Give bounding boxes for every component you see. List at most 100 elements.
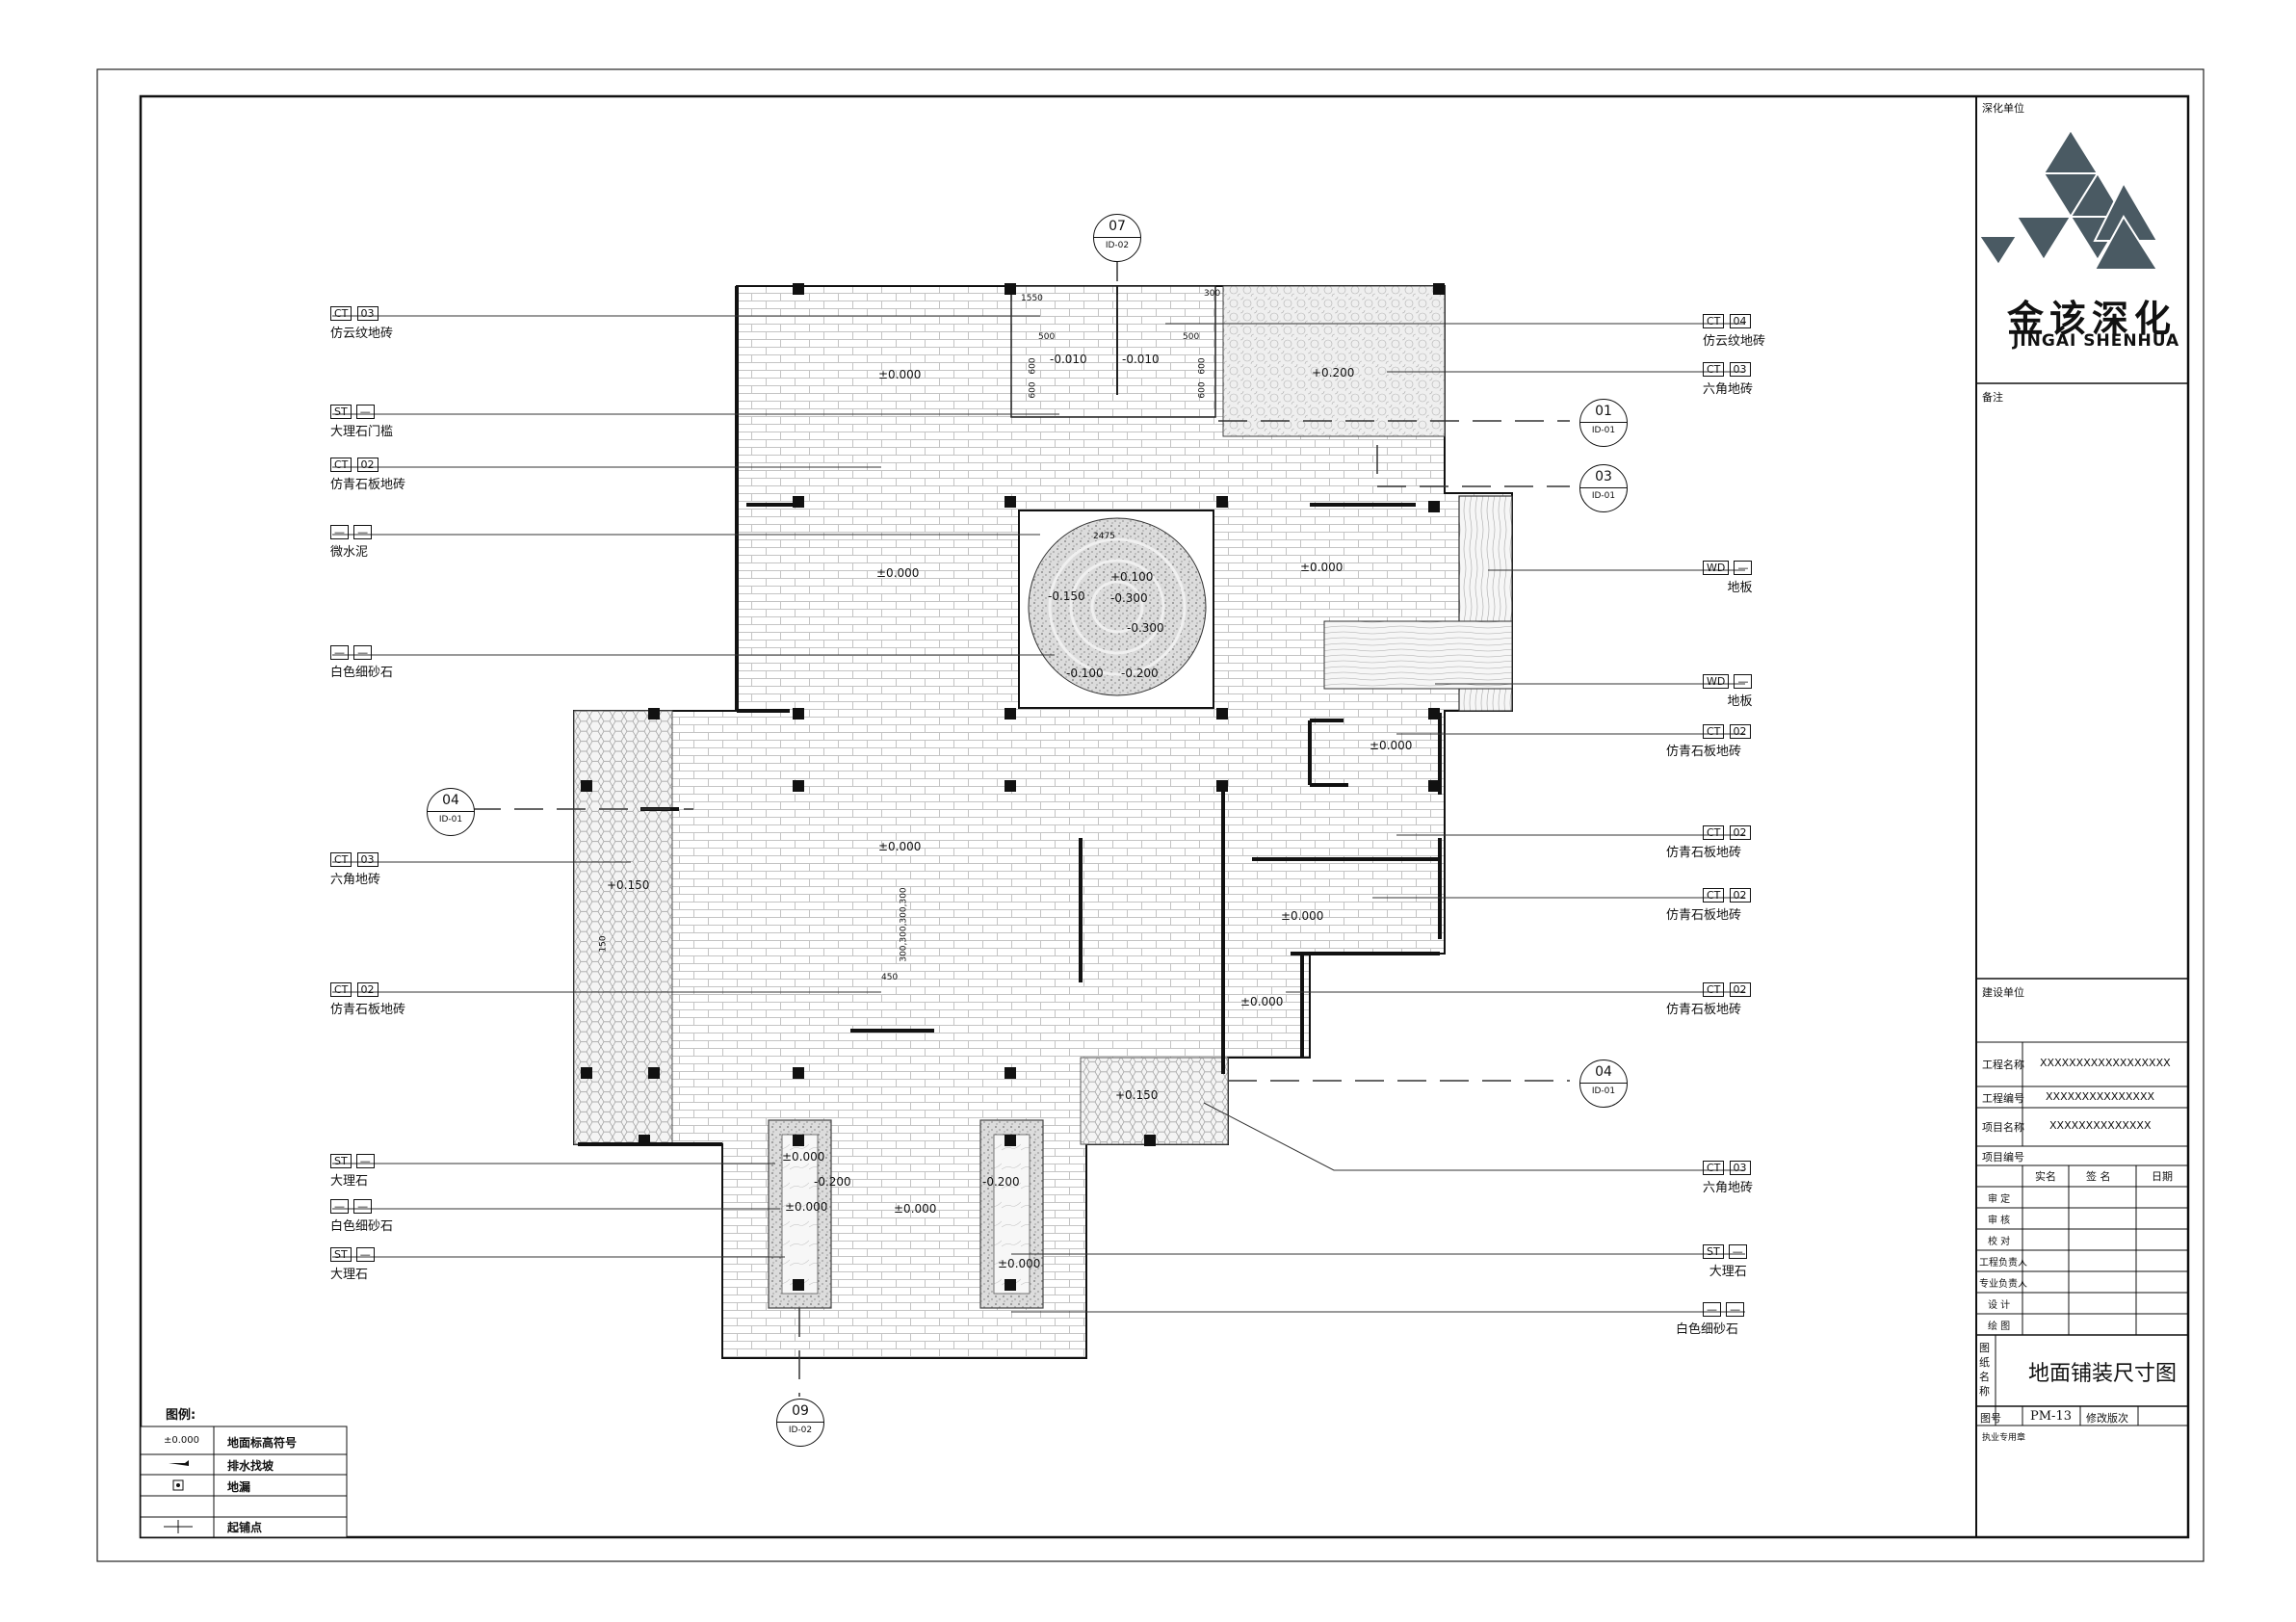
left-leader-lines	[332, 315, 1059, 1258]
right-callout[interactable]: CT 02 仿青石板地砖	[1666, 822, 1751, 860]
sign-header: 签 名	[2086, 1170, 2111, 1183]
design-unit-label: 深化单位	[1982, 102, 2024, 115]
left-callout[interactable]: — — 白色细砂石	[330, 641, 393, 680]
callout-name: 仿青石板地砖	[1666, 846, 1742, 860]
callout-num: 03	[356, 852, 378, 867]
row-label: 工程编号	[1982, 1092, 2024, 1105]
client-label: 建设单位	[1982, 986, 2024, 999]
section-marker-03[interactable]: 03 ID-01	[1579, 464, 1628, 512]
callout-name: 仿云纹地砖	[330, 327, 394, 341]
right-leader-lines	[1011, 323, 1745, 1313]
logo-text-en: JINGAI SHENHUA	[2013, 331, 2180, 351]
left-callout[interactable]: ST — 大理石门槛	[330, 401, 393, 439]
callout-num: —	[355, 405, 375, 419]
dimension-label: 150	[598, 935, 609, 953]
role-label: 审 定	[1988, 1194, 2011, 1205]
elevation-marker: ±0.000	[998, 1257, 1041, 1270]
callout-name: 微水泥	[330, 545, 369, 560]
elevation-marker: ±0.000	[785, 1200, 828, 1214]
callout-name: 仿青石板地砖	[1666, 908, 1742, 923]
callout-code: CT	[1703, 362, 1725, 377]
section-marker-number: 07	[1109, 219, 1126, 234]
right-callout[interactable]: CT 04 仿云纹地砖	[1703, 310, 1765, 349]
row-label: 项目名称	[1982, 1121, 2024, 1134]
callout-code: CT	[1703, 1161, 1725, 1175]
left-callout[interactable]: CT 03 六角地砖	[330, 849, 380, 887]
callout-name: 仿云纹地砖	[1703, 334, 1766, 349]
callout-num: 02	[1729, 888, 1751, 903]
drawing-no-label: 图号	[1980, 1412, 2001, 1425]
elevation-marker: ±0.000	[1300, 561, 1344, 574]
right-callout[interactable]: CT 03 六角地砖	[1703, 1157, 1753, 1195]
section-marker-04-left[interactable]: 04 ID-01	[427, 788, 475, 836]
left-callout[interactable]: ST — 大理石	[330, 1243, 375, 1282]
section-marker-09[interactable]: 09 ID-02	[776, 1399, 824, 1447]
left-callout[interactable]: CT 02 仿青石板地砖	[330, 979, 405, 1017]
callout-name: 仿青石板地砖	[330, 1003, 406, 1017]
dimension-label: 1550	[1021, 294, 1043, 303]
callout-name: 地板	[1727, 581, 1753, 595]
right-callout[interactable]: CT 02 仿青石板地砖	[1666, 720, 1751, 759]
drawing-name: 地面铺装尺寸图	[2028, 1362, 2178, 1386]
dimension-label: 600	[1028, 381, 1038, 399]
right-callout[interactable]: CT 02 仿青石板地砖	[1666, 979, 1751, 1017]
left-callout[interactable]: — — 白色细砂石	[330, 1195, 393, 1234]
right-callout[interactable]: CT 03 六角地砖	[1703, 358, 1753, 397]
elevation-marker: ±0.000	[878, 840, 922, 853]
row-label: 项目编号	[1982, 1151, 2024, 1164]
callout-num: —	[353, 1199, 373, 1214]
callout-num: 03	[356, 306, 378, 321]
elevation-marker: -0.010	[1122, 353, 1160, 366]
callout-code: ST	[330, 1247, 352, 1262]
section-marker-04-right[interactable]: 04 ID-01	[1579, 1060, 1628, 1108]
sign-header: 实名	[2035, 1170, 2056, 1183]
left-callout[interactable]: CT 02 仿青石板地砖	[330, 454, 405, 492]
dimension-label: 300,300,300,300	[899, 887, 909, 962]
legend-label: 地面标高符号	[227, 1436, 298, 1450]
elevation-marker: ±0.000	[1281, 909, 1324, 923]
callout-num: —	[355, 1247, 375, 1262]
callout-num: 02	[1729, 724, 1751, 739]
callout-name: 六角地砖	[330, 873, 381, 887]
callout-name: 仿青石板地砖	[330, 478, 406, 492]
elevation-symbol-icon: ±0.000	[164, 1435, 200, 1446]
callout-code: CT	[1703, 314, 1725, 328]
left-callout[interactable]: CT 03 仿云纹地砖	[330, 302, 393, 341]
sign-header: 日期	[2152, 1170, 2173, 1183]
right-callout[interactable]: ST — 大理石	[1703, 1241, 1747, 1279]
callout-code: —	[330, 525, 349, 539]
right-callout[interactable]: — — 白色细砂石	[1676, 1298, 1745, 1337]
section-marker-number: 04	[442, 793, 459, 808]
revision-label: 修改版次	[2086, 1412, 2128, 1425]
right-callout[interactable]: CT 02 仿青石板地砖	[1666, 884, 1751, 923]
legend-box	[140, 1426, 348, 1538]
elevation-marker: -0.300	[1110, 591, 1148, 605]
drawing-no: PM-13	[2030, 1409, 2072, 1424]
callout-name: 白色细砂石	[330, 1219, 394, 1234]
row-label: 工程名称	[1982, 1059, 2024, 1071]
right-callout[interactable]: WD — 地板	[1703, 670, 1753, 709]
callout-num: —	[355, 1154, 375, 1168]
left-callout[interactable]: ST — 大理石	[330, 1150, 375, 1189]
section-marker-ref: ID-01	[1591, 1086, 1616, 1096]
callout-num: 02	[1729, 982, 1751, 997]
callout-num: —	[353, 525, 373, 539]
section-marker-07[interactable]: 07 ID-02	[1093, 214, 1141, 262]
row-value: XXXXXXXXXXXXXXX	[2046, 1090, 2155, 1103]
left-callout[interactable]: — — 微水泥	[330, 521, 373, 560]
right-callout[interactable]: WD — 地板	[1703, 557, 1753, 595]
elevation-marker: ±0.000	[878, 368, 922, 381]
callout-name: 仿青石板地砖	[1666, 745, 1742, 759]
callout-code: CT	[330, 458, 352, 472]
callout-num: 04	[1729, 314, 1751, 328]
role-label: 绘 图	[1988, 1321, 2011, 1332]
dimension-label: 2475	[1093, 532, 1115, 541]
callout-code: —	[1703, 1302, 1721, 1317]
elevation-marker: +0.150	[607, 878, 650, 892]
callout-code: CT	[1703, 982, 1725, 997]
drainage-slope-icon	[169, 1460, 189, 1466]
section-marker-01[interactable]: 01 ID-01	[1579, 399, 1628, 447]
callout-code: CT	[330, 306, 352, 321]
callout-code: ST	[330, 405, 352, 419]
